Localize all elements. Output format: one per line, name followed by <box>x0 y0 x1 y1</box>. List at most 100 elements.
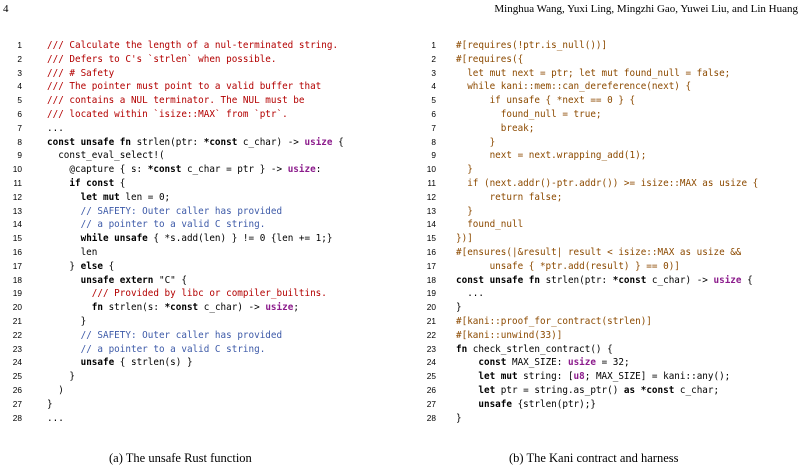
code-token: *const <box>203 136 243 148</box>
code-token: } <box>456 164 473 176</box>
line-number: 21 <box>426 315 436 326</box>
code-line: 11 if const { <box>0 177 390 191</box>
code-token: #[kani::proof_for_contract(strlen)] <box>456 315 652 327</box>
code-text: let ptr = string.as_ptr() as *const c_ch… <box>436 384 719 398</box>
code-line: 28} <box>414 412 802 426</box>
code-text: } <box>22 315 87 329</box>
code-text: let mut string: [u8; MAX_SIZE] = kani::a… <box>436 370 730 384</box>
code-text: ... <box>22 412 64 426</box>
code-token: /// # Safety <box>47 67 115 79</box>
code-line: 1/// Calculate the length of a nul-termi… <box>0 39 390 53</box>
code-token <box>47 219 81 230</box>
code-token: unsafe { *ptr.add(result) } == 0)] <box>456 260 680 272</box>
code-token: else <box>80 260 103 272</box>
code-text: ... <box>436 287 484 301</box>
code-token: usize <box>304 136 333 148</box>
code-text: })] <box>436 232 473 246</box>
line-number: 9 <box>431 150 436 161</box>
code-line: 27 unsafe {strlen(ptr);} <box>414 398 802 412</box>
code-line: 1#[requires(!ptr.is_null())] <box>414 39 802 53</box>
line-number: 25 <box>12 371 22 382</box>
code-token: ptr = string.as_ptr() <box>500 384 624 396</box>
code-token: while unsafe <box>80 233 154 245</box>
code-token: #[requires({ <box>456 53 524 65</box>
code-text: let mut len = 0; <box>22 191 171 205</box>
code-token <box>47 330 81 341</box>
code-token: // SAFETY: Outer caller has provided <box>80 205 283 217</box>
code-token: #[kani::unwind(33)] <box>456 329 563 341</box>
code-token <box>456 371 478 382</box>
code-line: 6/// located within `isize::MAX` from `p… <box>0 108 390 122</box>
caption-b: (b) The Kani contract and harness <box>509 451 679 465</box>
code-text: unsafe { strlen(s) } <box>22 356 193 370</box>
code-text: } <box>22 370 75 384</box>
code-token: ... <box>456 288 484 300</box>
code-text: const unsafe fn strlen(ptr: *const c_cha… <box>436 274 753 288</box>
code-text: ) <box>22 384 64 398</box>
code-token <box>47 275 81 286</box>
code-line: 7 break; <box>414 122 802 136</box>
code-token <box>47 192 81 203</box>
code-text: #[ensures(|&result| result < isize::MAX … <box>436 246 741 260</box>
code-token: strlen(s: <box>108 302 165 314</box>
code-token: len <box>47 246 98 258</box>
code-line: 20 fn strlen(s: *const c_char) -> usize; <box>0 301 390 315</box>
line-number: 2 <box>431 53 436 64</box>
code-line: 24 unsafe { strlen(s) } <box>0 356 390 370</box>
code-line: 26 let ptr = string.as_ptr() as *const c… <box>414 384 802 398</box>
code-token: fn <box>456 343 473 355</box>
code-line: 6 found_null = true; <box>414 108 802 122</box>
code-token: found_null = true; <box>456 108 602 120</box>
code-text: unsafe extern "C" { <box>22 274 187 288</box>
code-line: 9 next = next.wrapping_add(1); <box>414 149 802 163</box>
code-line: 4 while kani::mem::can_dereference(next)… <box>414 80 802 94</box>
code-listing-a: 1/// Calculate the length of a nul-termi… <box>0 39 390 425</box>
code-line: 22 // SAFETY: Outer caller has provided <box>0 329 390 343</box>
code-token: { <box>741 274 753 286</box>
code-text: /// Calculate the length of a nul-termin… <box>22 39 338 53</box>
code-token: let mut <box>80 191 126 203</box>
running-head-authors: Minghua Wang, Yuxi Ling, Mingzhi Gao, Yu… <box>494 3 798 15</box>
line-number: 3 <box>431 67 436 78</box>
code-line: 23 // a pointer to a valid C string. <box>0 343 390 357</box>
code-token: usize <box>265 302 294 314</box>
line-number: 27 <box>12 398 22 409</box>
line-number: 14 <box>426 219 436 230</box>
line-number: 24 <box>12 357 22 368</box>
line-number: 20 <box>426 302 436 313</box>
line-number: 16 <box>426 246 436 257</box>
code-token: /// The pointer must point to a valid bu… <box>47 81 322 93</box>
code-text: if const { <box>22 177 125 191</box>
line-number: 27 <box>426 398 436 409</box>
code-line: 4 /// The pointer must point to a valid b… <box>0 80 390 94</box>
line-number: 8 <box>17 136 22 147</box>
line-number: 10 <box>426 164 436 175</box>
code-text: // SAFETY: Outer caller has provided <box>22 205 283 219</box>
code-token: check_strlen_contract() { <box>472 343 613 355</box>
code-text: /// # Safety <box>22 67 114 81</box>
line-number: 15 <box>12 233 22 244</box>
code-text: return false; <box>436 191 563 205</box>
code-text: while unsafe { *s.add(len) } != 0 {len +… <box>22 232 333 246</box>
code-text: #[kani::unwind(33)] <box>436 329 562 343</box>
line-number: 15 <box>426 233 436 244</box>
code-token: if unsafe { *next == 0 } { <box>456 95 636 107</box>
code-token: : <box>315 164 322 176</box>
line-number: 4 <box>17 81 22 92</box>
line-number: 26 <box>426 384 436 395</box>
line-number: 11 <box>427 177 436 188</box>
code-token: // a pointer to a valid C string. <box>80 219 266 231</box>
code-text: unsafe {strlen(ptr);} <box>436 398 596 412</box>
code-text: /// contains a NUL terminator. The NUL m… <box>22 94 304 108</box>
line-number: 24 <box>426 357 436 368</box>
code-line: 8 } <box>414 136 802 150</box>
code-token: { <box>332 136 344 148</box>
code-text: break; <box>436 122 535 136</box>
code-token: // SAFETY: Outer caller has provided <box>80 329 283 341</box>
line-number: 1 <box>17 40 22 50</box>
code-text: @capture { s: *const c_char = ptr } -> u… <box>22 163 321 177</box>
code-token: c_char) -> <box>651 274 714 286</box>
code-token <box>47 302 92 313</box>
